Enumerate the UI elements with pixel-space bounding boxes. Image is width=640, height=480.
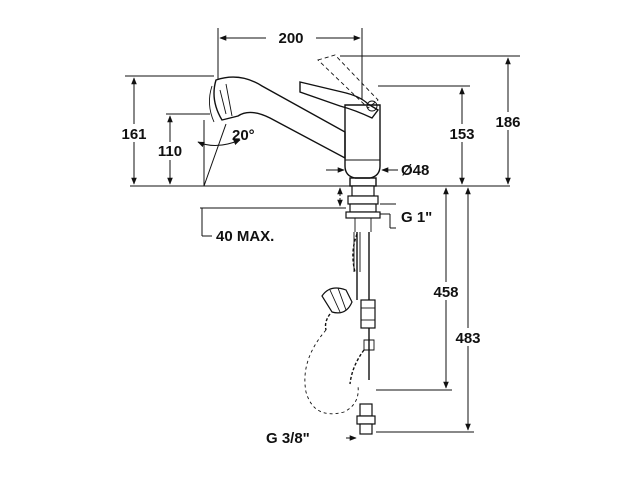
label-swivel-angle: 20°	[232, 127, 255, 144]
dim-mounting-thread: G 1"	[380, 203, 432, 229]
bottom-connector	[356, 403, 376, 435]
dim-deck-thickness: 40 MAX.	[200, 187, 346, 245]
dim-total-hose-length: 483	[376, 187, 486, 433]
dim-spout-reach: 200	[217, 28, 363, 100]
label-spout-height: 161	[121, 126, 146, 143]
dim-body-diameter: Ø48	[326, 162, 429, 179]
label-body-diameter: Ø48	[401, 162, 429, 179]
dim-supply-hose-length: 458	[376, 187, 464, 391]
dim-spout-height: 161	[116, 75, 214, 185]
label-spout-reach: 200	[278, 30, 303, 47]
label-connection-thread: G 3/8"	[266, 430, 310, 447]
label-total-height: 186	[495, 114, 520, 131]
label-body-height: 153	[449, 126, 474, 143]
label-total-hose-length: 483	[455, 330, 480, 347]
dim-total-height: 186	[340, 55, 526, 185]
dim-swivel-angle: 20°	[197, 120, 255, 187]
dim-body-height: 153	[378, 85, 480, 185]
supply-hoses	[349, 232, 376, 385]
dim-outlet-height: 110	[152, 113, 210, 185]
pull-out-spout	[209, 76, 346, 160]
mounting-shank	[345, 185, 381, 232]
label-outlet-height: 110	[158, 143, 182, 160]
label-deck-thickness: 40 MAX.	[216, 228, 274, 245]
dim-connection-thread: G 3/8"	[266, 430, 357, 447]
faucet-body	[344, 104, 381, 187]
hose-counterweight	[321, 287, 353, 331]
lever-handle	[299, 54, 380, 119]
label-supply-hose-length: 458	[433, 284, 458, 301]
label-mounting-thread: G 1"	[401, 209, 432, 226]
pull-out-hose	[304, 329, 359, 415]
